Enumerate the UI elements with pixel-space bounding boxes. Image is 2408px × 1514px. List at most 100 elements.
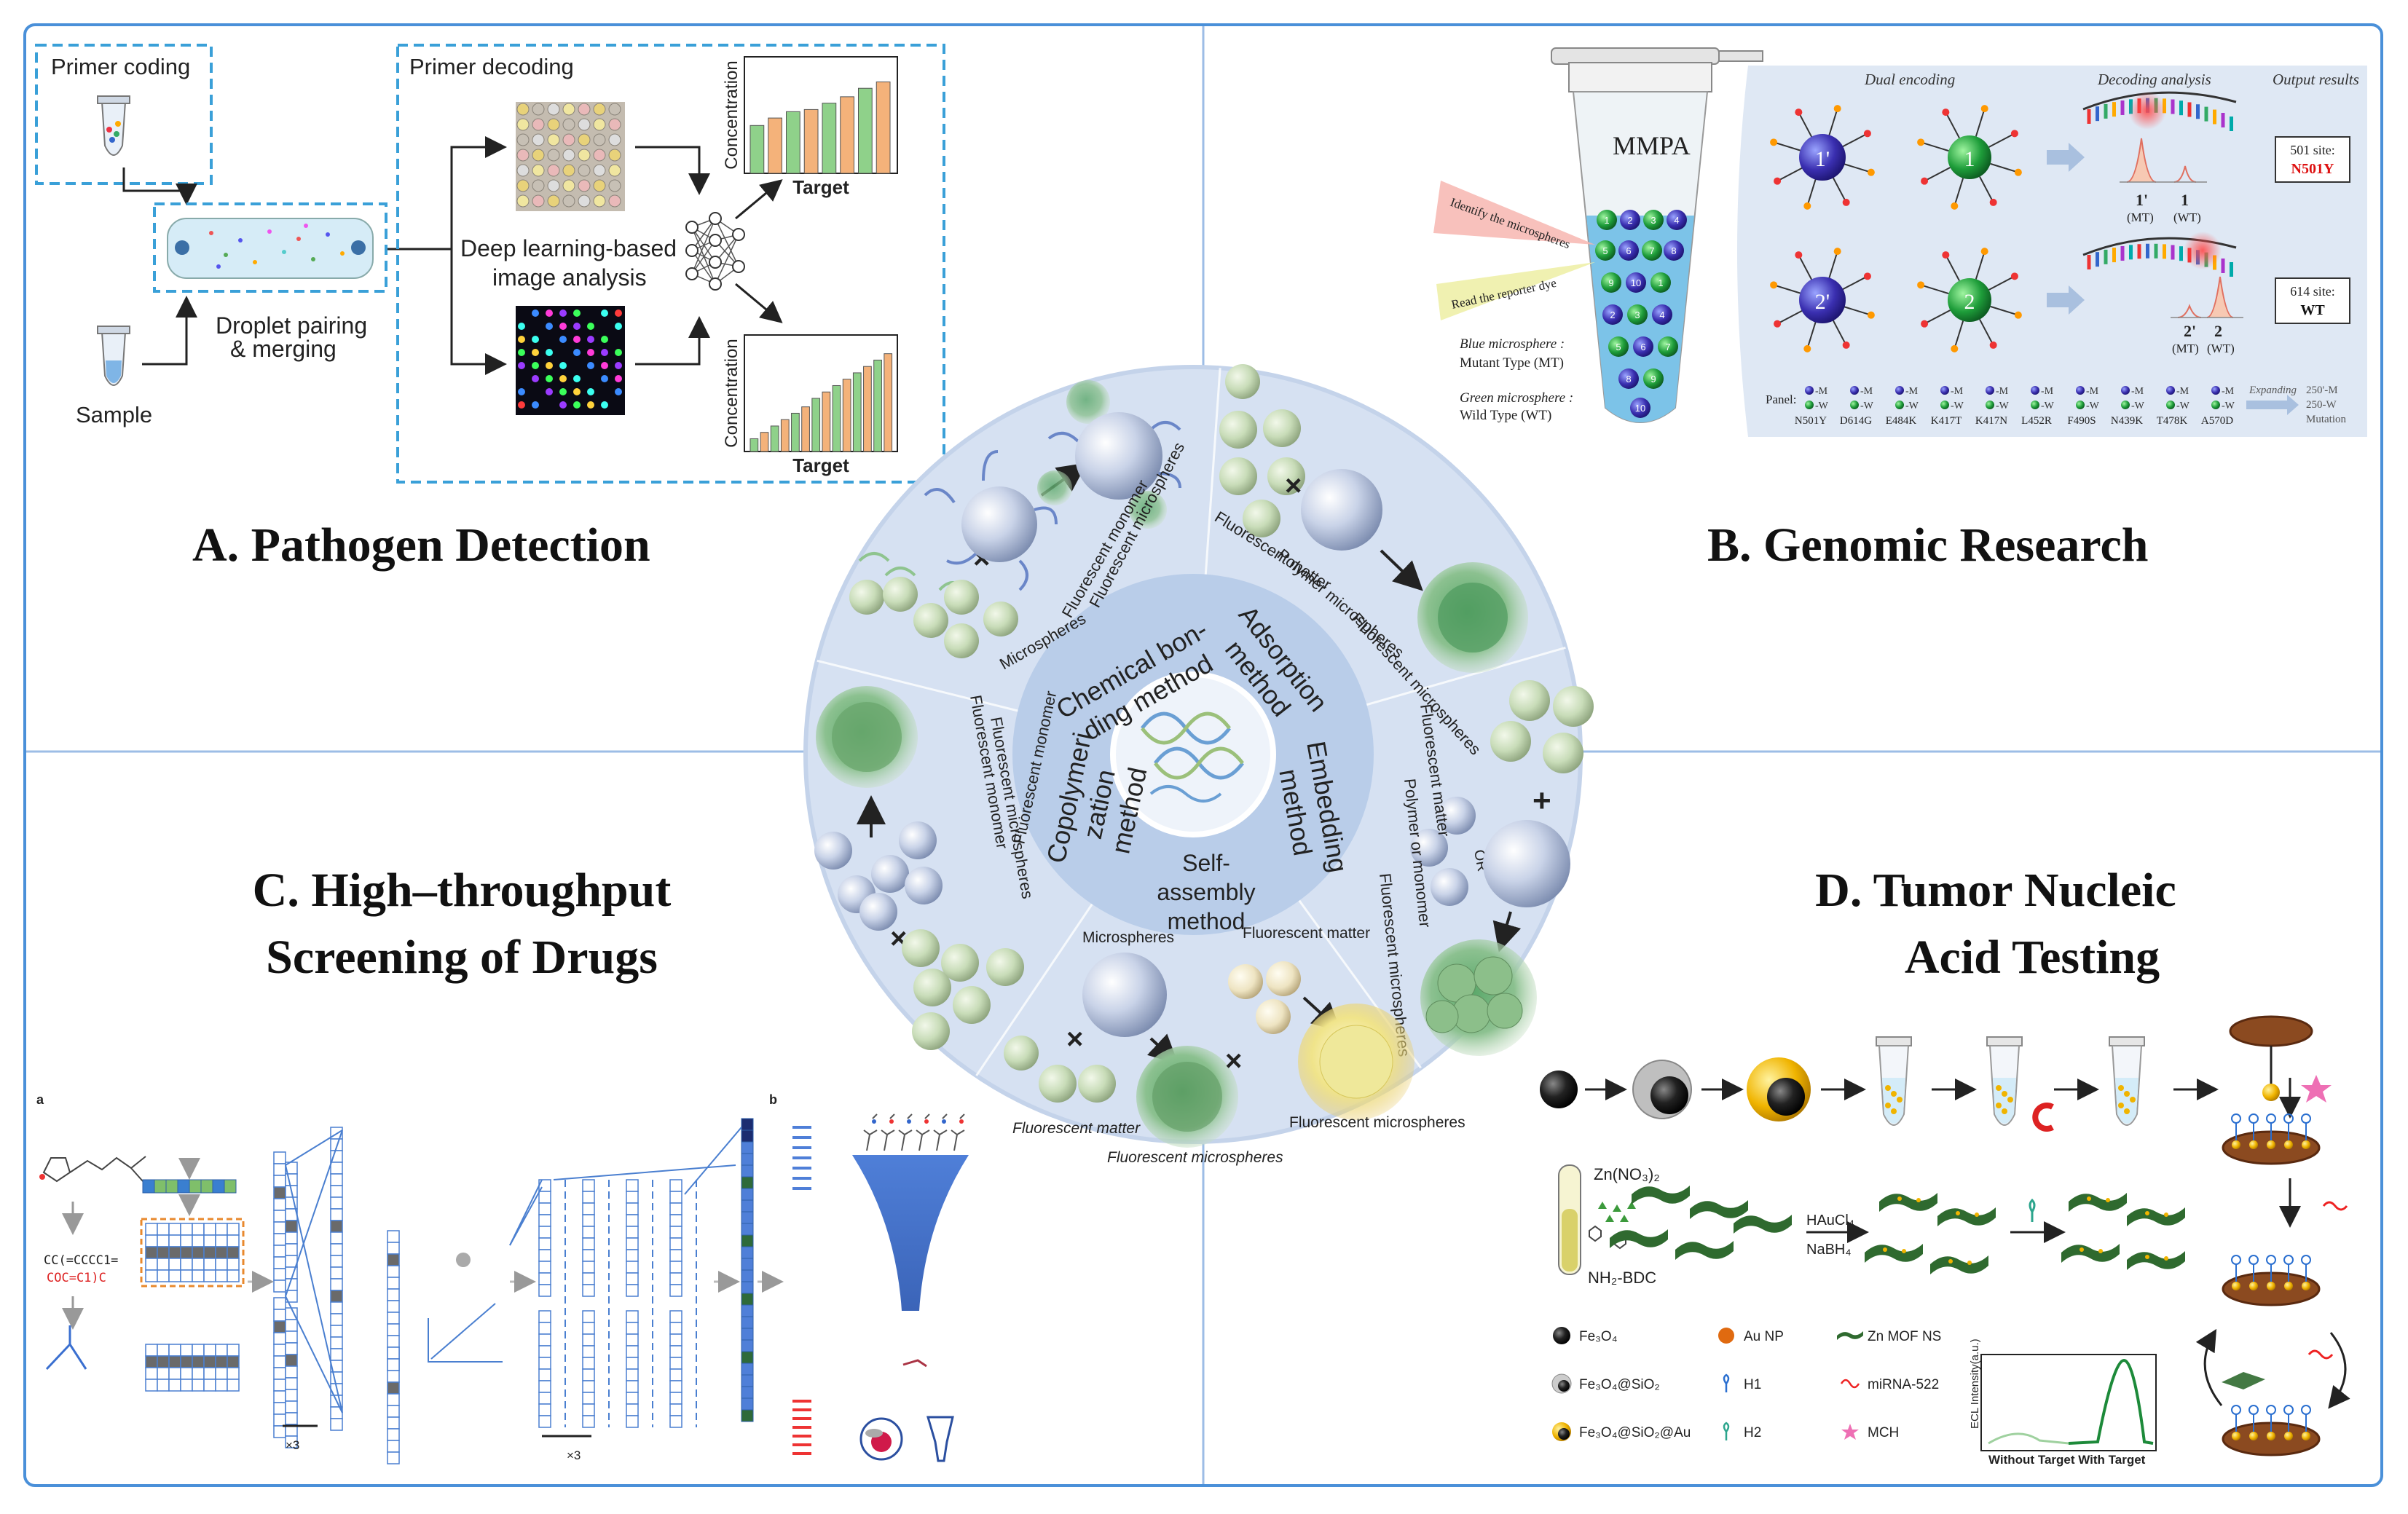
assay-tube-icon — [926, 1416, 954, 1462]
dl-label-1: Deep learning-based — [460, 235, 677, 261]
svg-text:-M: -M — [1951, 386, 1964, 397]
svg-text:-W: -W — [2041, 401, 2055, 411]
ecl-ylabel: ECL Intensity(a.u.) — [1969, 1338, 1981, 1429]
chart-bar — [873, 359, 882, 452]
microsphere — [1658, 336, 1678, 357]
droplets — [209, 224, 345, 269]
green-label-1: Green microsphere : — [1460, 390, 1573, 406]
fluorescent-matter-label-b: Fluorescent matter — [1243, 925, 1370, 942]
reaction-vial-icon — [1558, 1164, 1581, 1275]
droplet-chip-box — [153, 202, 387, 293]
microsphere-number: 4 — [1659, 309, 1664, 320]
legend-label: H2 — [1744, 1425, 1761, 1440]
mirna-icon — [1840, 1379, 1860, 1389]
microsphere — [1643, 210, 1664, 230]
microsphere-number: 10 — [1635, 403, 1645, 414]
peak-1 — [2173, 165, 2197, 183]
gold-coated-sphere-icon — [1552, 1422, 1571, 1441]
mt-label-2: (MT) — [2172, 342, 2199, 355]
legend-label: Zn MOF NS — [1868, 1329, 1941, 1344]
decoding-analysis-label: Decoding analysis — [2097, 71, 2211, 88]
svg-text:-W: -W — [2176, 401, 2190, 411]
read-beam — [1436, 262, 1595, 320]
tube-icon — [1986, 1036, 2023, 1126]
coated-sphere-icon — [1551, 1373, 1572, 1394]
chart-bar — [822, 103, 837, 174]
chart-bar — [840, 96, 854, 174]
mmpa-label: MMPA — [1613, 131, 1691, 160]
peak-1p-label: 1' — [2136, 191, 2148, 209]
molecule-icon — [39, 1156, 146, 1183]
peak-2p — [2177, 304, 2202, 318]
peak-1-label: 1 — [2181, 191, 2189, 209]
identify-beam — [1433, 181, 1595, 245]
microsphere — [1620, 210, 1640, 230]
electrode-plate-2 — [2222, 1255, 2321, 1306]
wt-label-2: (WT) — [2207, 342, 2235, 355]
mof-sheet — [1734, 1215, 1792, 1234]
microsphere — [1595, 240, 1616, 261]
microsphere — [1633, 336, 1653, 357]
svg-text:-W: -W — [1815, 401, 1829, 411]
microsphere — [1608, 336, 1629, 357]
legend-label: miRNA-522 — [1868, 1377, 1939, 1392]
smiles-line-2: COC=C1)C — [47, 1271, 106, 1285]
mof-sheet — [1879, 1193, 1937, 1212]
chart-bar — [780, 419, 790, 452]
primer-decoding-box — [396, 44, 945, 484]
chart-bar — [852, 372, 862, 452]
microsphere-number: 10 — [1631, 277, 1641, 288]
microsphere — [1630, 398, 1650, 418]
magnet-icon — [2032, 1103, 2054, 1132]
microsphere — [1626, 272, 1646, 293]
microsphere-number: 1 — [1604, 215, 1609, 226]
expanding-m-label: 250'-M — [2306, 385, 2338, 396]
selfassembly-label-1: Self- — [1182, 850, 1230, 876]
ecl-curve-without-target — [1988, 1432, 2069, 1445]
peak-2p-label: 2' — [2184, 322, 2196, 340]
plus-icon: × — [1225, 1045, 1242, 1077]
mutation-label: L452R — [2021, 415, 2052, 427]
graph-icon — [45, 1325, 87, 1371]
ecl-curve-with-target — [2068, 1358, 2154, 1445]
arrow-right-icon — [2047, 143, 2085, 172]
chart-bar — [749, 438, 759, 452]
star-icon — [2301, 1075, 2332, 1103]
droplets-icon — [1598, 1202, 1636, 1222]
chart-bar — [760, 432, 769, 452]
microsphere — [1652, 304, 1672, 325]
chart-bar — [832, 385, 841, 452]
primer-coding-label: Primer coding — [51, 54, 190, 79]
svg-text:-M: -M — [1905, 386, 1919, 397]
site-501-label: 501 site: — [2290, 143, 2335, 157]
microsphere-number: 7 — [1649, 245, 1654, 256]
mof-sheet — [1610, 1229, 1668, 1248]
chart-bar — [768, 117, 782, 174]
polymer-microsphere-icon — [1301, 469, 1382, 551]
microsphere-with-chains — [924, 450, 1058, 591]
label-b: b — [769, 1092, 777, 1107]
microsphere-number: 2 — [1610, 309, 1615, 320]
svg-text:-M: -M — [1996, 386, 2009, 397]
dna-icon — [1141, 711, 1244, 803]
sample-tube-icon — [97, 326, 130, 386]
electrode-icon — [2229, 1015, 2313, 1047]
label-a: a — [36, 1092, 44, 1107]
panel-label: Panel: — [1766, 393, 1797, 406]
microsphere-icon — [1082, 953, 1167, 1037]
droplet-label-2: & merging — [230, 336, 337, 362]
nabh-label: NaBH₄ — [1806, 1242, 1852, 1258]
microsphere-number: 7 — [1665, 342, 1670, 352]
mutation-label: F490S — [2067, 415, 2096, 427]
svg-text:-W: -W — [1905, 401, 1919, 411]
legend-label: Fe₃O₄@SiO₂@Au — [1579, 1425, 1691, 1440]
mutation-label: E484K — [1886, 415, 1917, 427]
mutation-label: N439K — [2111, 415, 2143, 427]
arrow-right-icon — [2246, 395, 2299, 415]
chart-bar — [770, 425, 779, 452]
smiles-line-1: CC(=CCCC1= — [44, 1253, 118, 1268]
microsphere — [1601, 272, 1621, 293]
svg-text:-W: -W — [2131, 401, 2145, 411]
